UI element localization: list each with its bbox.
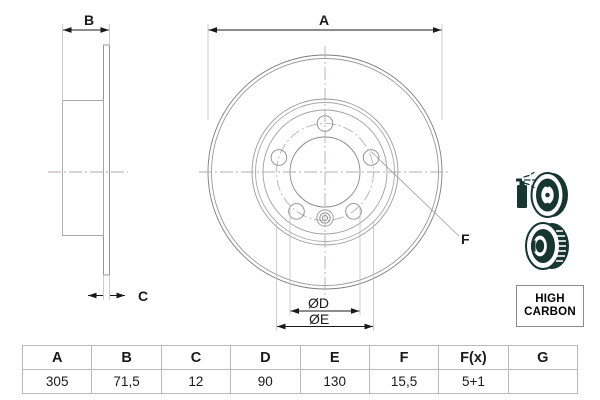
dim-label-B: B bbox=[84, 12, 95, 28]
table-header-B: B bbox=[91, 345, 162, 370]
dim-label-A: A bbox=[319, 12, 330, 28]
table-header-G: G bbox=[507, 345, 579, 370]
side-view-geometry bbox=[48, 44, 128, 276]
high-carbon-line-1: HIGH bbox=[535, 293, 565, 306]
dimensions-table: A B C D E F F(x) G 305 71,5 12 90 130 15… bbox=[21, 345, 579, 394]
table-value-F: 15,5 bbox=[368, 369, 440, 394]
front-view-extension-lines bbox=[207, 24, 443, 331]
dim-label-C: C bbox=[138, 288, 149, 304]
dim-label-F: F bbox=[461, 231, 470, 247]
f-leader-line bbox=[370, 151, 460, 237]
high-carbon-line-2: CARBON bbox=[524, 306, 576, 318]
table-value-E: 130 bbox=[299, 369, 370, 394]
dim-label-diameter-E: ØE bbox=[309, 311, 330, 327]
table-header-row: A B C D E F F(x) G bbox=[21, 345, 579, 370]
table-header-C: C bbox=[160, 345, 232, 370]
table-value-G bbox=[507, 369, 579, 394]
high-carbon-badge: HIGH CARBON bbox=[516, 285, 584, 327]
product-icons-group bbox=[516, 171, 569, 270]
table-value-D: 90 bbox=[230, 369, 301, 394]
table-header-Fx: F(x) bbox=[438, 345, 509, 370]
coated-disc-icon bbox=[530, 172, 568, 218]
dimension-arrows bbox=[63, 27, 442, 330]
table-header-D: D bbox=[230, 345, 301, 370]
table-value-A: 305 bbox=[21, 369, 93, 394]
table-value-Fx: 5+1 bbox=[438, 369, 509, 394]
table-value-row: 305 71,5 12 90 130 15,5 5+1 bbox=[21, 369, 579, 394]
table-value-C: 12 bbox=[160, 369, 232, 394]
vented-disc-icon bbox=[525, 222, 569, 270]
table-value-B: 71,5 bbox=[91, 369, 162, 394]
table-header-E: E bbox=[299, 345, 370, 370]
front-view-geometry bbox=[199, 46, 451, 300]
spray-can-icon bbox=[516, 171, 537, 208]
dim-label-diameter-D: ØD bbox=[308, 295, 329, 311]
table-header-F: F bbox=[368, 345, 440, 370]
table-header-A: A bbox=[21, 345, 93, 370]
side-view-extension-lines bbox=[62, 24, 110, 300]
